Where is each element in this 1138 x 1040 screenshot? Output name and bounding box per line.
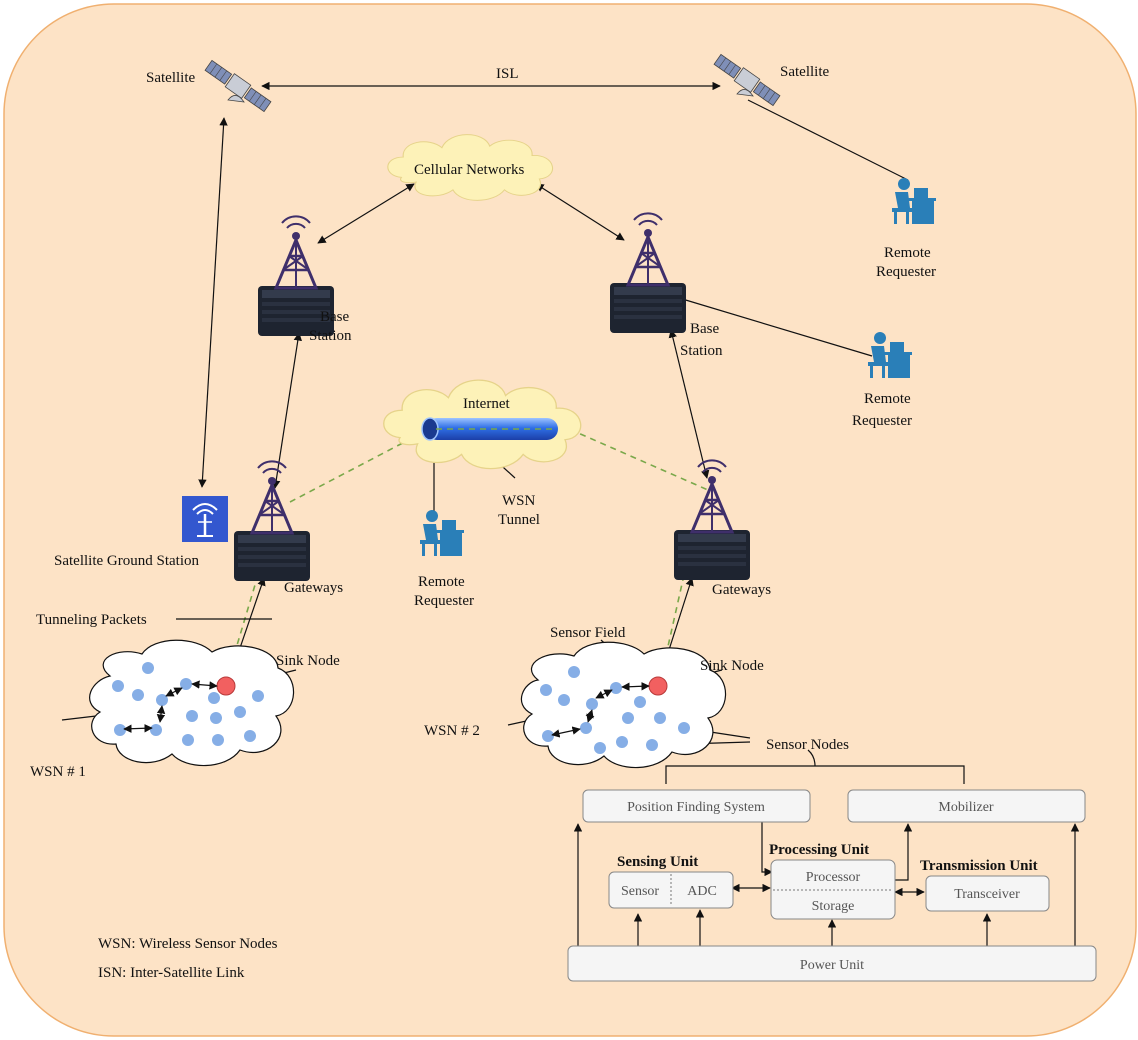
wsn-tunnel-label-1: WSN (502, 493, 536, 509)
sensor-node (132, 689, 144, 701)
sensor-node (150, 724, 162, 736)
sensor-node (568, 666, 580, 678)
wsn1-label: WSN # 1 (30, 764, 86, 780)
remote-requester-top-label-2: Requester (876, 264, 936, 280)
sensor-node (142, 662, 154, 674)
sensor-node (540, 684, 552, 696)
wsn1-sensor-nodes (112, 662, 264, 746)
satellite-ground-station-label: Satellite Ground Station (54, 553, 199, 569)
sensor-node (678, 722, 690, 734)
base-station-left-label-2: Station (309, 328, 352, 344)
position-finding-box (582, 789, 811, 823)
cellular-networks-label: Cellular Networks (414, 162, 525, 178)
sensor-node (210, 712, 222, 724)
sink-node-left-label: Sink Node (276, 653, 340, 669)
sensor-node-architecture: Position Finding System Mobilizer Sensin… (567, 789, 1097, 982)
transceiver-box (925, 875, 1050, 912)
wsn-tunnel-label-2: Tunnel (498, 512, 540, 528)
power-unit-box (567, 945, 1097, 982)
sensor-node (182, 734, 194, 746)
sink-node (648, 676, 668, 696)
processing-unit-title: Processing Unit (769, 842, 869, 858)
sink-node-right-label: Sink Node (700, 658, 764, 674)
sensor-node (646, 739, 658, 751)
sensor-node (594, 742, 606, 754)
satellite-right-label: Satellite (780, 64, 829, 80)
sensor-node (616, 736, 628, 748)
gateways-right-label: Gateways (712, 582, 771, 598)
base-station-left-label-1: Base (320, 309, 350, 325)
gateways-left-label: Gateways (284, 580, 343, 596)
remote-requester-center-label-1: Remote (418, 574, 465, 590)
remote-requester-center-label-2: Requester (414, 593, 474, 609)
labels: Satellite Satellite ISL Cellular Network… (30, 64, 936, 981)
sensor-node (622, 712, 634, 724)
tunneling-packets-label: Tunneling Packets (36, 612, 147, 628)
internet-label: Internet (463, 396, 510, 412)
processor-label: Processor (806, 870, 861, 885)
sensor-node (212, 734, 224, 746)
sensing-unit-title: Sensing Unit (617, 854, 698, 870)
wsn2-cloud (520, 641, 727, 769)
power-unit-label: Power Unit (800, 958, 864, 973)
sensor-node (244, 730, 256, 742)
satellite-left-label: Satellite (146, 70, 195, 86)
sensor-node (252, 690, 264, 702)
sensor-node (542, 730, 554, 742)
transceiver-label: Transceiver (954, 887, 1020, 902)
sensor-node (586, 698, 598, 710)
sensor-node (234, 706, 246, 718)
mobilizer-label: Mobilizer (938, 800, 994, 815)
base-station-right-label-2: Station (680, 343, 723, 359)
sensor-label: Sensor (621, 884, 659, 899)
wsn2-label: WSN # 2 (424, 723, 480, 739)
position-finding-label: Position Finding System (627, 800, 765, 815)
sensor-node (114, 724, 126, 736)
sensor-node (580, 722, 592, 734)
sensor-field-label: Sensor Field (550, 625, 626, 641)
remote-requester-mid-label-1: Remote (864, 391, 911, 407)
sensor-node (112, 680, 124, 692)
remote-requester-top-label-1: Remote (884, 245, 931, 261)
sensor-node (634, 696, 646, 708)
base-station-right-label-1: Base (690, 321, 720, 337)
sensor-node (208, 692, 220, 704)
transmission-unit-title: Transmission Unit (920, 858, 1038, 874)
sensor-node (180, 678, 192, 690)
sensor-node (610, 682, 622, 694)
legend-wsn: WSN: Wireless Sensor Nodes (98, 936, 278, 952)
storage-label: Storage (812, 899, 855, 914)
mobilizer-box (847, 789, 1086, 823)
remote-requester-mid-label-2: Requester (852, 413, 912, 429)
wsn2-sensor-nodes (540, 666, 690, 754)
sensor-node (156, 694, 168, 706)
isl-label: ISL (496, 66, 519, 82)
sensor-node (558, 694, 570, 706)
sink-node (216, 676, 236, 696)
satellite-ground-station-icon (182, 496, 228, 542)
wsn1-cloud (89, 639, 295, 767)
legend-isn: ISN: Inter-Satellite Link (98, 965, 245, 981)
sensor-node (186, 710, 198, 722)
sensor-nodes-label: Sensor Nodes (766, 737, 849, 753)
sensor-node (654, 712, 666, 724)
adc-label: ADC (687, 884, 717, 899)
wsn-tunnel-pipe-icon (421, 417, 558, 441)
